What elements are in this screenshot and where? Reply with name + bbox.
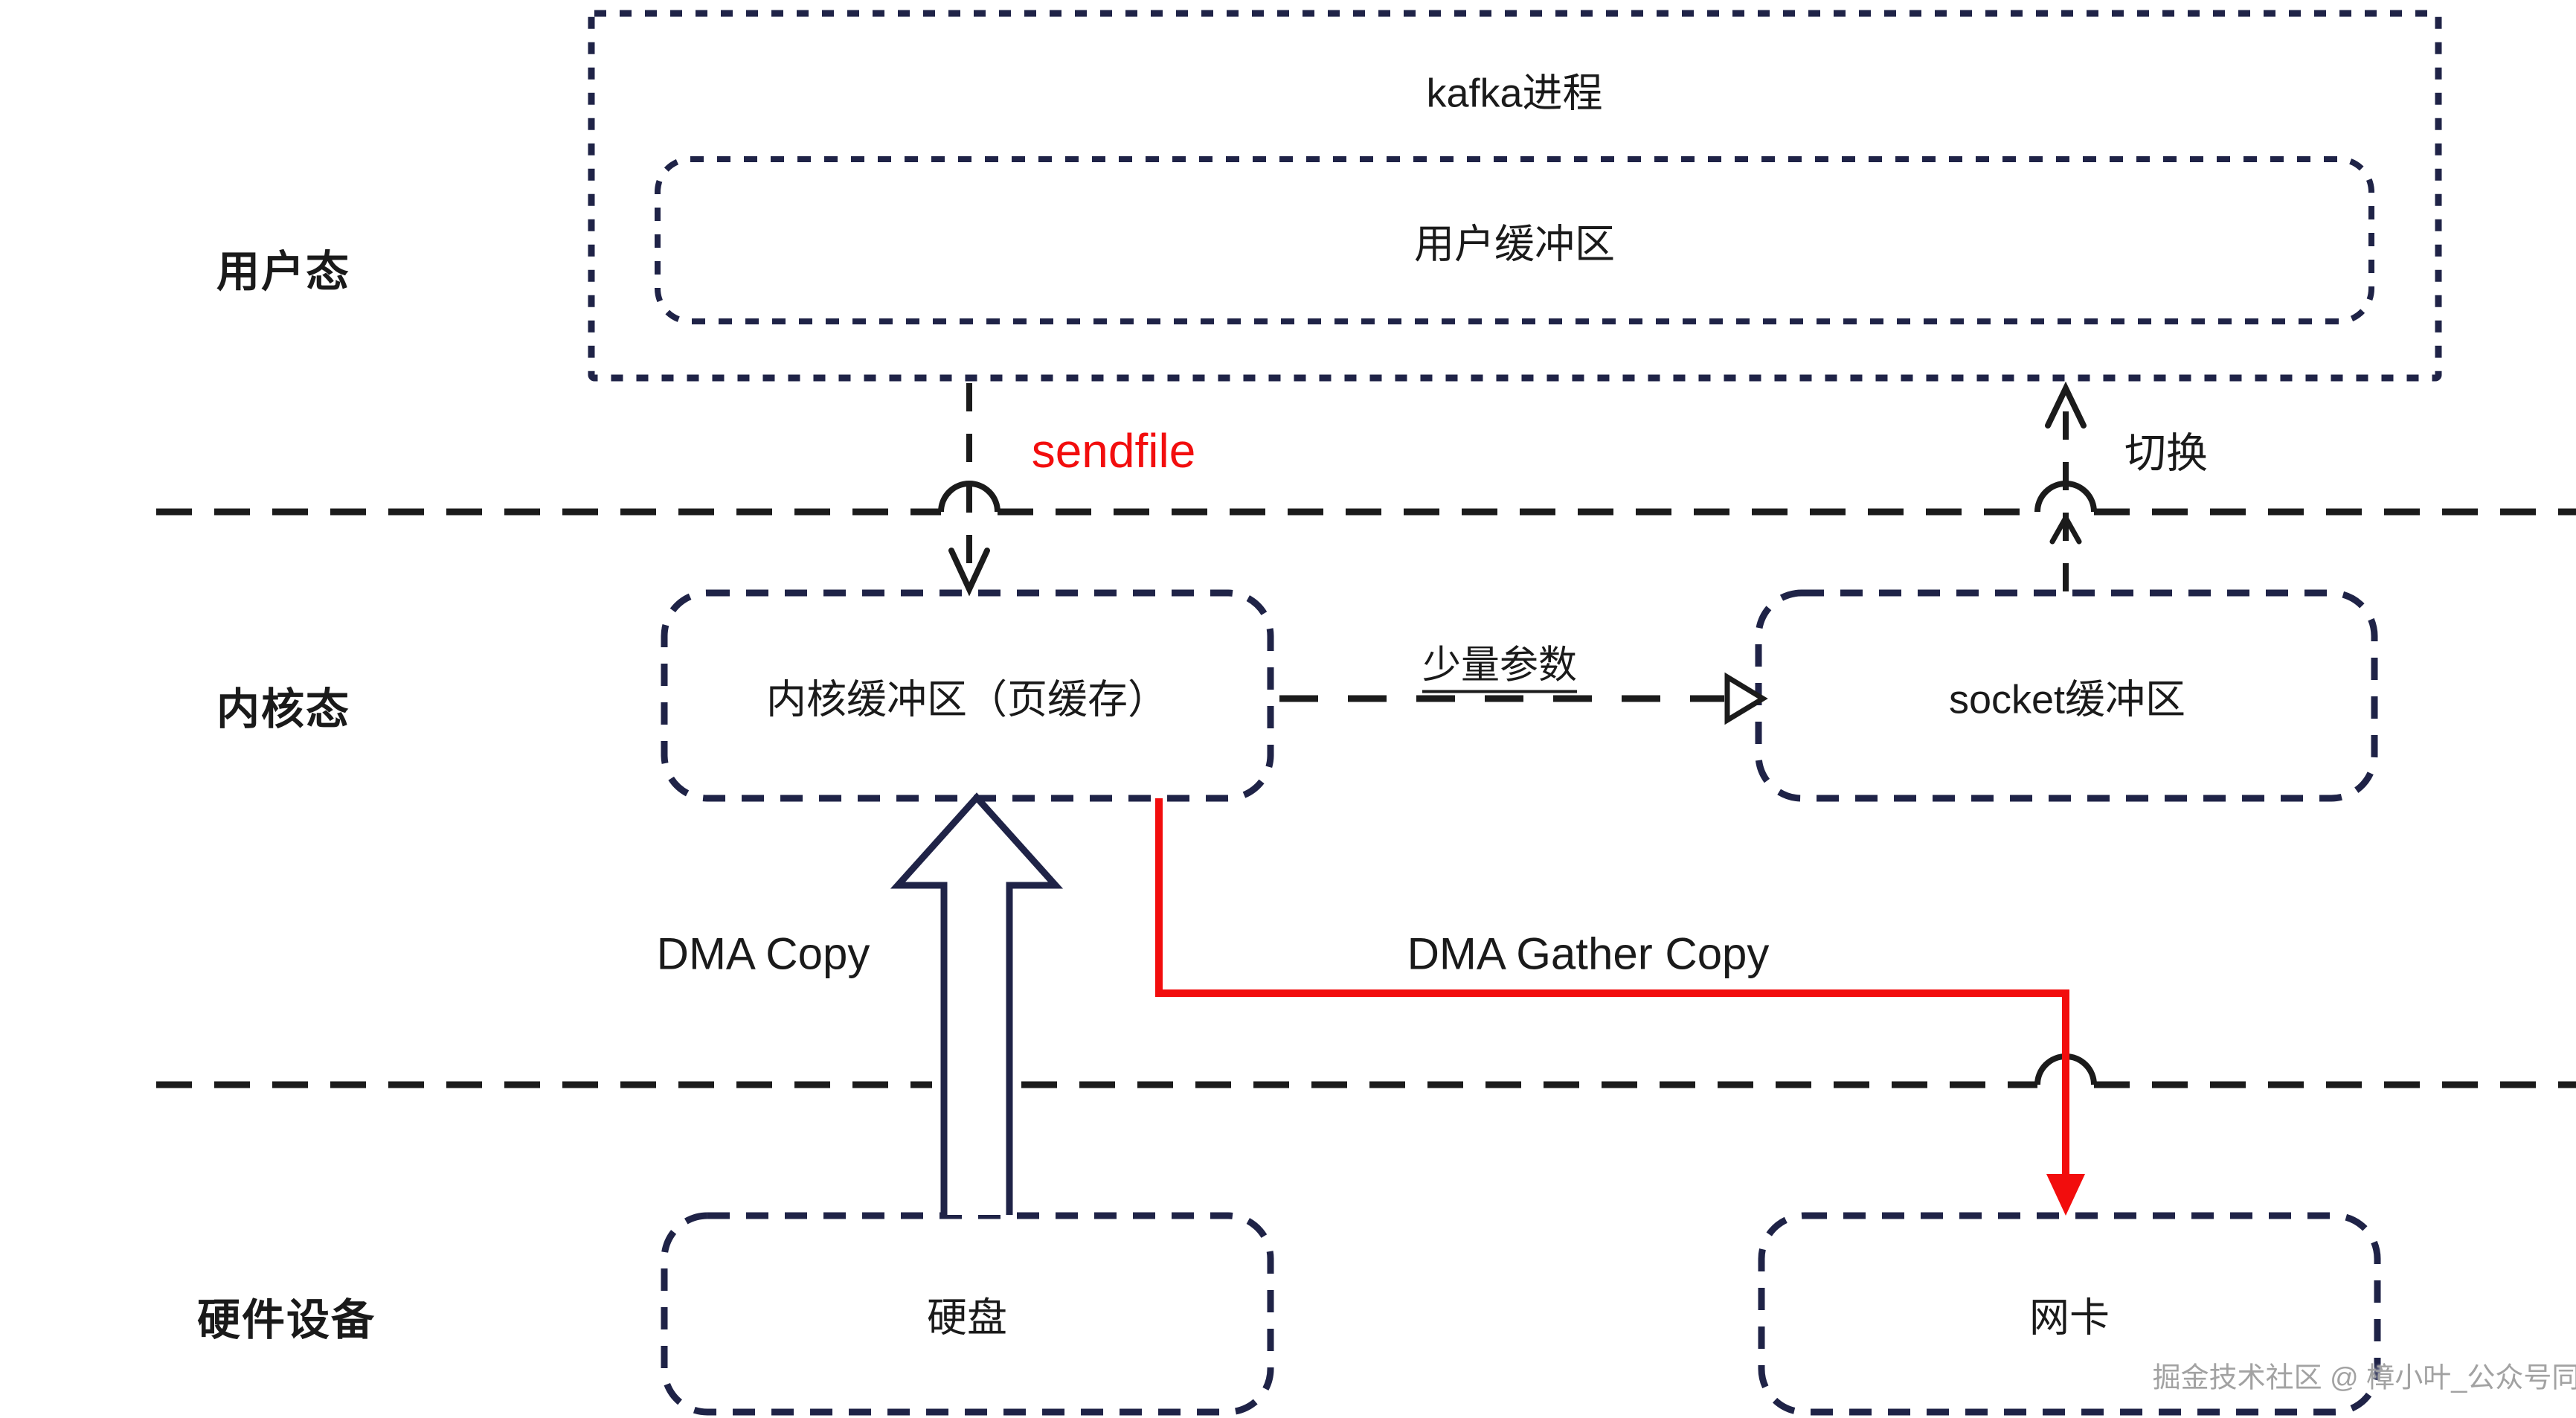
kernel-mode-label: 内核态 <box>216 685 351 734</box>
switch-label: 切换 <box>2124 429 2208 477</box>
boundary-hop-arc-sendfile <box>938 481 1000 513</box>
disk-label: 硬盘 <box>927 1295 1007 1341</box>
nic-label: 网卡 <box>2029 1295 2110 1341</box>
disk-box <box>661 1212 1274 1416</box>
hardware-label: 硬件设备 <box>196 1296 376 1344</box>
dma-copy-label: DMA Copy <box>656 928 870 979</box>
sendfile-label: sendfile <box>1031 424 1196 478</box>
watermark: 掘金技术社区 @ 樟小叶_公众号同名 <box>2152 1362 2576 1394</box>
few-params-text: 少量参数 <box>1422 644 1578 693</box>
few-params-label: 少量参数 <box>1422 634 1578 693</box>
kafka-process-label: kafka进程 <box>1426 71 1603 116</box>
dma-gather-red-arrowhead <box>2046 1174 2085 1216</box>
sendfile-arrowhead <box>948 548 990 597</box>
user-buffer-box <box>655 156 2374 324</box>
dma-gather-copy-label: DMA Gather Copy <box>1407 928 1770 979</box>
socket-buffer-label: socket缓冲区 <box>1948 677 2186 722</box>
switch-mid-arrowhead <box>2049 512 2082 545</box>
user-buffer-label: 用户缓冲区 <box>1414 222 1615 267</box>
dma-copy-block-arrow <box>890 792 1064 1215</box>
dma-gather-red-path <box>1155 798 2069 1177</box>
kafka-process-box <box>588 10 2442 382</box>
switch-arrowhead <box>2045 381 2087 429</box>
few-params-arrowhead <box>1724 672 1768 725</box>
user-mode-label: 用户态 <box>216 248 351 296</box>
kernel-buffer-label: 内核缓冲区（页缓存） <box>766 677 1168 722</box>
